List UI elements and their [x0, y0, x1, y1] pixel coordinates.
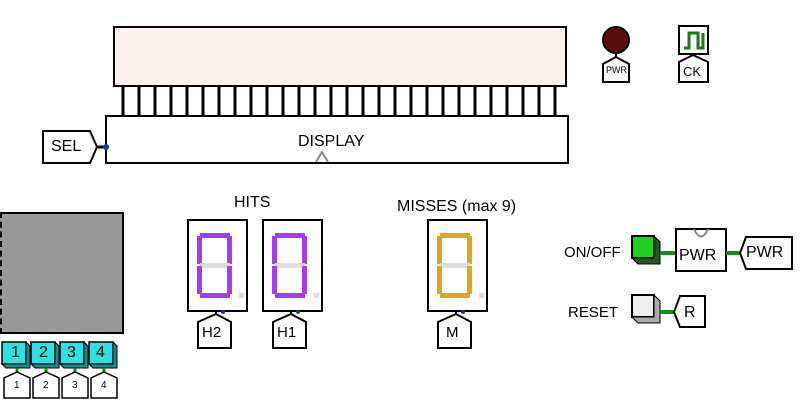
pwr-pin-label: PWR	[746, 244, 784, 261]
misses-digit: M	[426, 218, 496, 352]
onoff-switch[interactable]	[632, 236, 660, 264]
digit-pin-shape	[437, 312, 472, 349]
digit-segment	[275, 263, 305, 268]
hits-digit-h2-pin: H2	[202, 324, 222, 341]
pwr-box-label: PWR	[679, 247, 717, 264]
reset-label: RESET	[568, 304, 619, 321]
digit-segment	[227, 266, 232, 294]
digit-pin-shape	[272, 312, 307, 349]
power-led-label: PWR	[606, 65, 627, 75]
digit-segment	[200, 233, 230, 238]
misses-pin: M	[446, 324, 459, 341]
digit-segment	[440, 293, 470, 298]
misses-title: MISSES (max 9)	[397, 198, 517, 215]
button-side	[0, 340, 31, 369]
controls-graphic	[630, 228, 793, 328]
button-row-graphic	[0, 340, 118, 399]
digit-segment	[197, 266, 202, 294]
button-pin-shape	[90, 371, 118, 399]
sel-label: SEL	[51, 138, 82, 155]
digit-segment	[275, 293, 305, 298]
digit-segment	[275, 233, 305, 238]
button-pin-shape	[61, 371, 89, 399]
hits-digits-graphic	[187, 219, 323, 349]
button-side	[29, 340, 60, 369]
digit-segment	[440, 263, 470, 268]
button-row: 1 2 3 4 1 2 3 4	[0, 340, 126, 401]
digit-segment	[302, 236, 307, 264]
digit-segment	[197, 236, 202, 264]
led-icon	[602, 26, 630, 83]
digit-dp	[314, 293, 319, 298]
digit-segment	[227, 236, 232, 264]
button-3[interactable]: 3	[67, 344, 76, 361]
reset-button[interactable]	[632, 295, 660, 323]
button-3-pin: 3	[72, 380, 78, 391]
display-module: DISPLAY SEL	[0, 0, 800, 170]
digit-dp	[239, 293, 244, 298]
digit-segment	[437, 236, 442, 264]
button-4[interactable]: 4	[96, 344, 105, 361]
hits-digits: H2 H1	[186, 218, 331, 352]
keypad-panel	[0, 212, 124, 334]
digit-segment	[272, 236, 277, 264]
display-label: DISPLAY	[298, 133, 365, 150]
button-4-pin: 4	[101, 380, 107, 391]
digit-segment	[200, 263, 230, 268]
misses-digit-graphic	[427, 219, 488, 349]
digit-segment	[467, 266, 472, 294]
hits-title: HITS	[234, 194, 271, 211]
button-side	[87, 340, 118, 369]
controls: ON/OFF PWR PWR RESET R	[560, 222, 800, 334]
button-pin-shape	[32, 371, 60, 399]
button-1[interactable]: 1	[11, 344, 20, 361]
digit-segment	[302, 266, 307, 294]
digit-dp	[479, 293, 484, 298]
digit-segment	[200, 293, 230, 298]
clock-group[interactable]: CK	[676, 24, 712, 86]
digit-segment	[437, 266, 442, 294]
digit-segment	[440, 233, 470, 238]
clock-label: CK	[683, 64, 702, 79]
button-side	[58, 340, 89, 369]
button-1-pin: 1	[14, 380, 20, 391]
hits-digit-h1-pin: H1	[277, 324, 297, 341]
digit-pin-shape	[197, 312, 232, 349]
digit-segment	[272, 266, 277, 294]
button-2-pin: 2	[43, 380, 49, 391]
button-pin-shape	[3, 371, 31, 399]
digit-segment	[467, 236, 472, 264]
display-graphic	[42, 26, 569, 164]
onoff-label: ON/OFF	[564, 244, 621, 261]
power-led-group: PWR	[596, 24, 636, 86]
reset-pin-label: R	[684, 304, 696, 321]
button-2[interactable]: 2	[39, 344, 48, 361]
clock-icon	[678, 25, 709, 83]
